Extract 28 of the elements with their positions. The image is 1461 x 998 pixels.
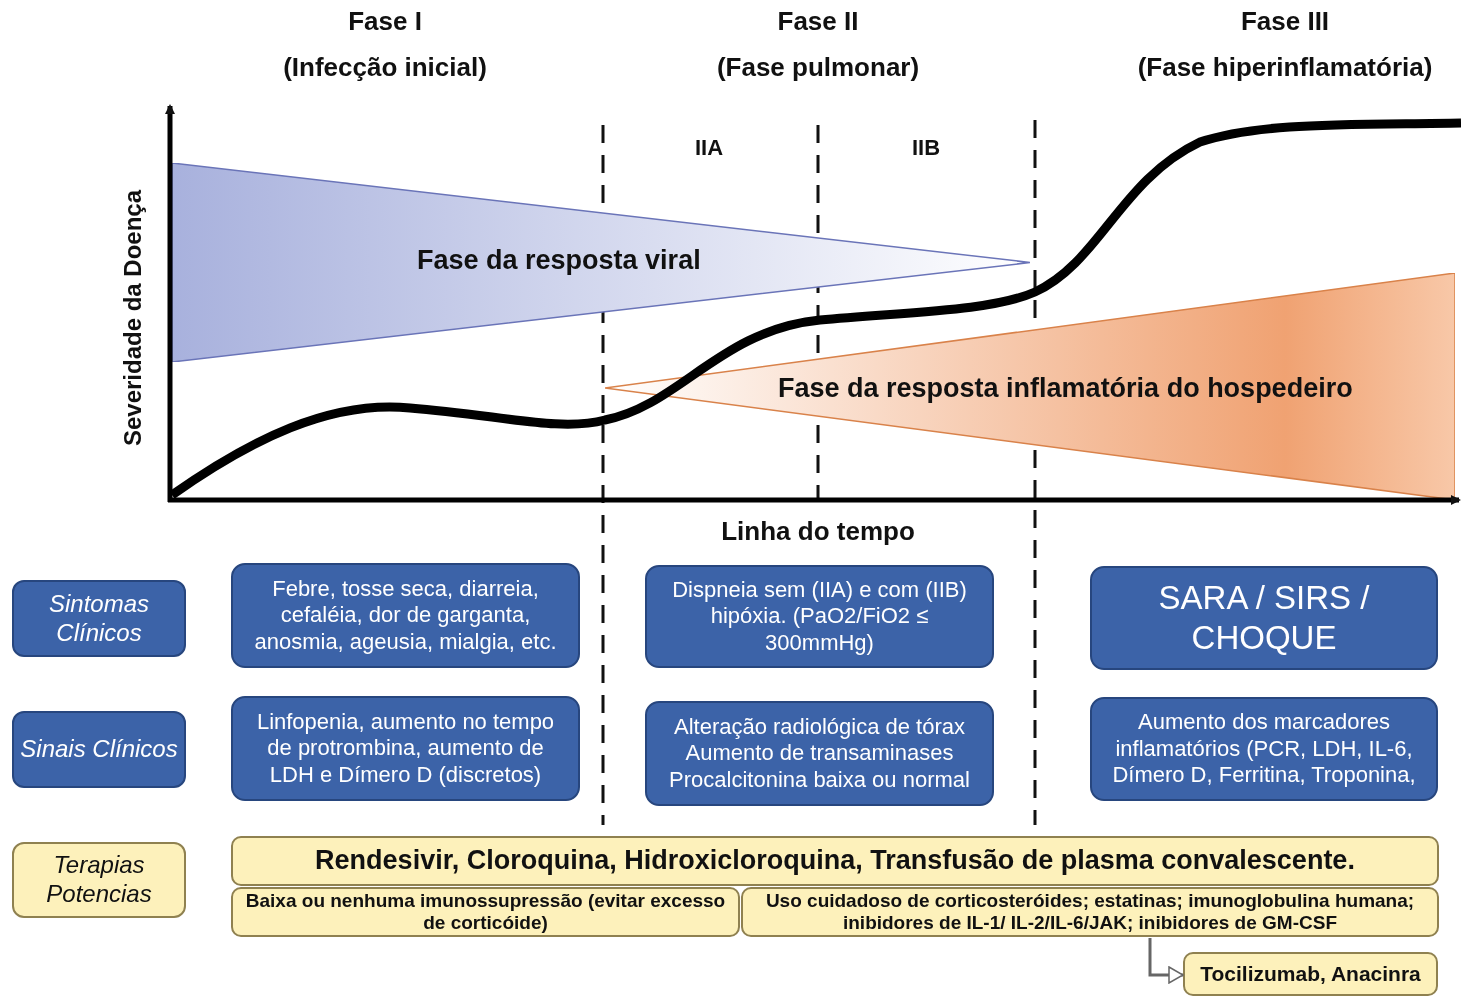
row-label: Sintomas Clínicos [12,580,186,657]
therapy-box: Rendesivir, Cloroquina, Hidroxicloroquina, Transfusão de plasma convalescente. [231,836,1439,886]
phase-title: Fase II [777,6,859,37]
arrow [1148,938,1184,984]
info-box: SARA / SIRS / CHOQUE [1090,566,1438,670]
response-triangle [605,273,1455,500]
phase-subtitle: (Infecção inicial) [283,52,487,83]
phase-label: Fase da resposta inflamatória do hospedeiro [778,373,1353,404]
info-box: Alteração radiológica de tórax Aumento de transaminases Procalcitonina baixa ou normal [645,701,994,806]
row-label: Sinais Clínicos [12,711,186,788]
subphase-label: IIB [911,135,941,161]
info-box: Febre, tosse seca, diarreia, cefaléia, dor de garganta, anosmia, ageusia, mialgia, etc. [231,563,580,668]
info-box: Linfopenia, aumento no tempo de protrombina, aumento de LDH e Dímero D (discretos) [231,696,580,801]
phase-label: Fase da resposta viral [417,245,701,276]
info-box: Dispneia sem (IIA) e com (IIB) hipóxia. (PaO2/FiO2 ≤ 300mmHg) [645,565,994,668]
subphase-label: IIA [694,135,724,161]
phase-title: Fase III [1240,6,1330,37]
axis-title: Severidade da Doença [119,189,147,447]
phase-title: Fase I [348,6,422,37]
therapy-box: Uso cuidadoso de corticosteróides; estatinas; imunoglobulina humana; inibidores de IL-1/ IL-2/IL-6/JAK; inibidores de GM-CSF [741,887,1439,937]
therapy-box: Baixa ou nenhuma imunossupressão (evitar excesso de corticóide) [231,887,740,937]
therapy-box: Tocilizumab, Anacinra [1183,952,1438,996]
row-label: Terapias Potencias [12,842,186,918]
info-box: Aumento dos marcadores inflamatórios (PCR, LDH, IL-6, Dímero D, Ferritina, Troponina, [1090,697,1438,801]
axis-title: Linha do tempo [721,516,915,547]
phase-subtitle: (Fase hiperinflamatória) [1137,52,1433,83]
response-triangle [172,163,1030,362]
phase-subtitle: (Fase pulmonar) [716,52,920,83]
